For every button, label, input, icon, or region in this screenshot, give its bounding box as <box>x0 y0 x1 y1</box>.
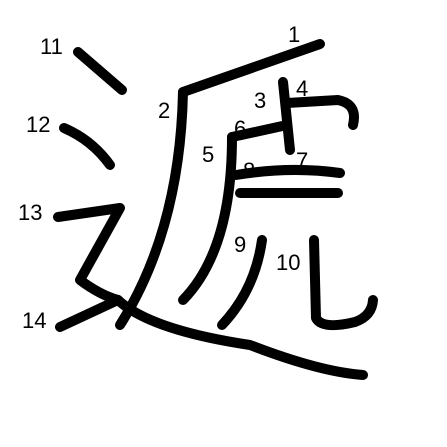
stroke-number-1: 1 <box>288 22 300 47</box>
stroke-9 <box>217 235 267 330</box>
stroke-14 <box>55 295 368 380</box>
stroke-10 <box>309 235 378 331</box>
stroke-1 <box>178 39 325 97</box>
stroke-number-6: 6 <box>234 116 246 141</box>
stroke-number-8: 8 <box>243 158 255 183</box>
stroke-number-2: 2 <box>158 98 170 123</box>
stroke-4 <box>282 95 359 130</box>
stroke-number-4: 4 <box>296 76 308 101</box>
stroke-number-3: 3 <box>254 88 266 113</box>
stroke-number-11: 11 <box>40 34 63 59</box>
stroke-number-9: 9 <box>234 232 246 257</box>
stroke-2 <box>115 87 188 330</box>
stroke-number-10: 10 <box>276 250 300 275</box>
stroke-13 <box>53 203 125 305</box>
stroke-number-5: 5 <box>202 142 214 167</box>
stroke-11 <box>73 47 127 95</box>
stroke-numbers: 1 2 3 4 5 6 7 8 9 10 11 12 13 14 <box>18 22 308 333</box>
stroke-number-14: 14 <box>22 308 46 333</box>
stroke-7 <box>231 164 345 180</box>
stroke-12 <box>59 123 115 170</box>
stroke-5 <box>178 132 237 305</box>
stroke-number-12: 12 <box>26 112 50 137</box>
stroke-3 <box>278 77 295 155</box>
character-strokes <box>53 39 378 380</box>
stroke-6 <box>227 120 292 142</box>
stroke-number-13: 13 <box>18 200 42 225</box>
stroke-number-7: 7 <box>296 148 308 173</box>
